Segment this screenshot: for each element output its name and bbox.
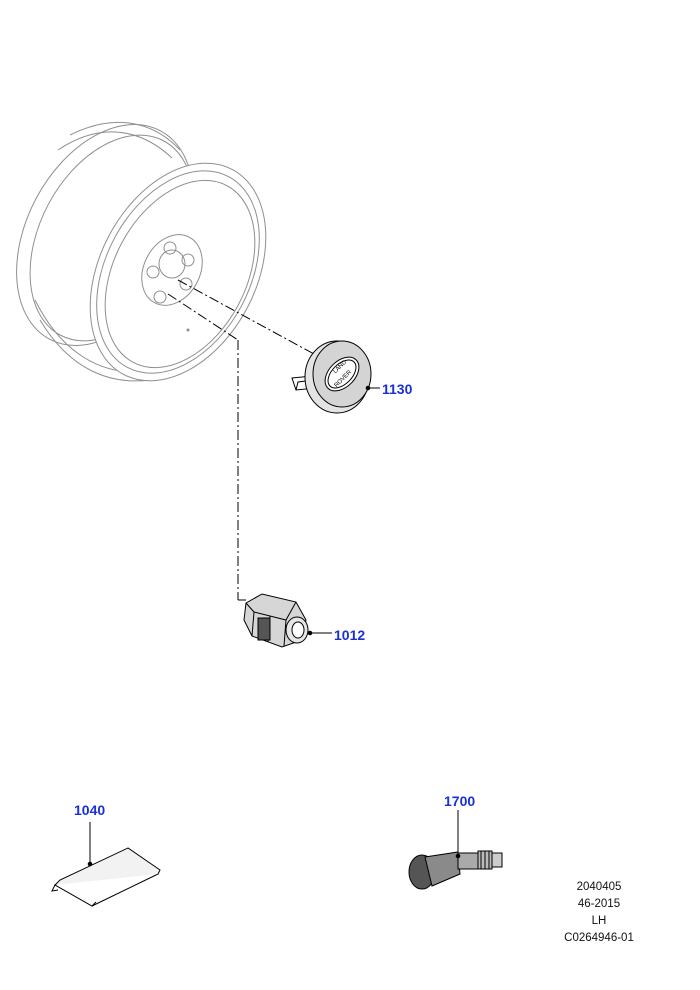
reference-line-3: LH bbox=[591, 915, 607, 927]
callout-1040[interactable]: 1040 bbox=[74, 802, 106, 818]
reference-line-4: C0264946-01 bbox=[564, 932, 634, 944]
callout-1130[interactable]: 1130 bbox=[382, 381, 413, 397]
callout-1012[interactable]: 1012 bbox=[334, 627, 366, 643]
hub-cap: LAND ROVER bbox=[291, 340, 380, 414]
tyre-valve bbox=[408, 810, 503, 890]
diagram-reference: 2040405 46-2015 LH C0264946-01 bbox=[540, 879, 658, 947]
wheel-nut bbox=[243, 593, 332, 648]
balance-weight bbox=[51, 822, 161, 907]
alloy-wheel bbox=[16, 121, 267, 382]
leader-lines bbox=[167, 279, 326, 601]
reference-line-2: 46-2015 bbox=[577, 898, 621, 910]
callout-1700[interactable]: 1700 bbox=[444, 793, 476, 809]
reference-line-1: 2040405 bbox=[576, 881, 622, 893]
